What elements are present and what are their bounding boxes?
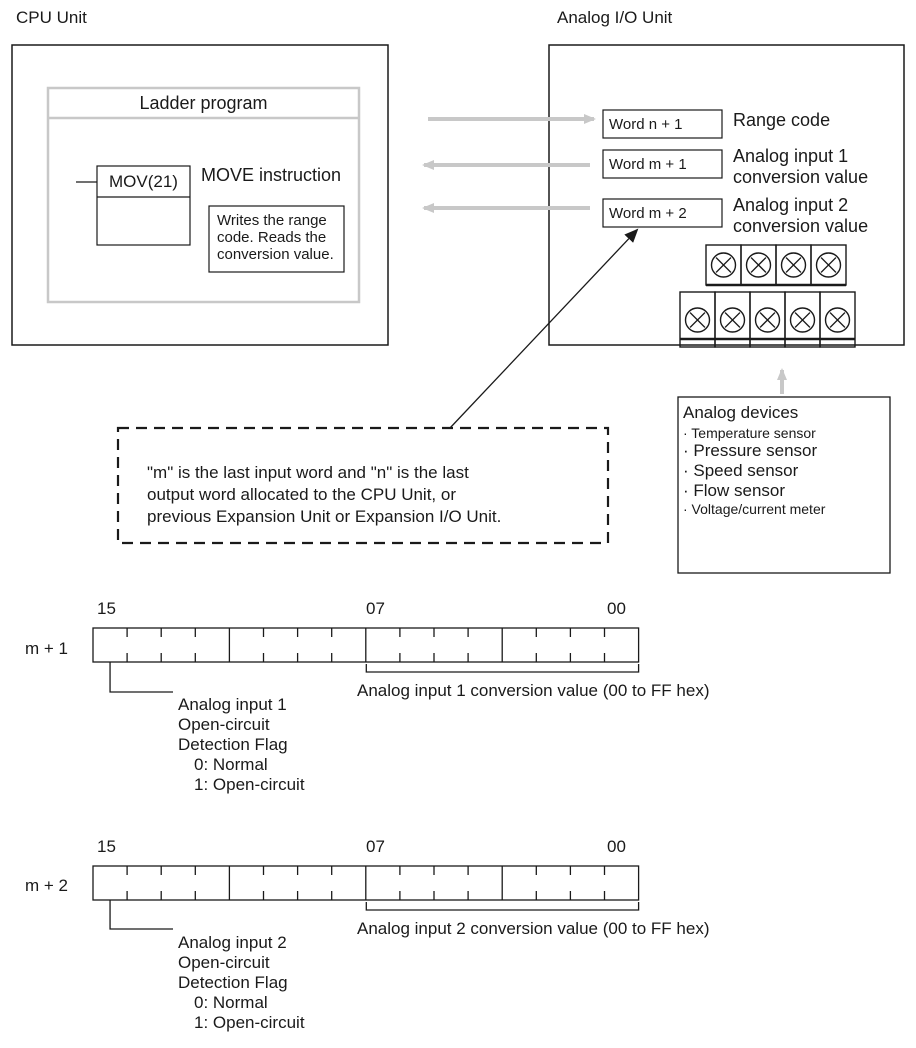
ladder-program-box bbox=[46, 86, 361, 304]
analog-devices-box bbox=[677, 396, 891, 574]
terminal-block bbox=[679, 244, 856, 348]
screw-terminal-icon bbox=[780, 252, 807, 278]
cpu-unit-title: CPU Unit bbox=[16, 8, 87, 27]
value-bracket bbox=[365, 902, 640, 911]
screw-terminal-icon bbox=[719, 307, 746, 333]
device-item: · Voltage/current meter bbox=[683, 501, 826, 517]
reg1-word-label: m + 1 bbox=[25, 639, 68, 658]
flag-leader-line bbox=[109, 900, 173, 930]
reg2-bit07: 07 bbox=[366, 837, 385, 856]
note-box bbox=[208, 205, 345, 273]
note-text: Writes the range code. Reads the convers… bbox=[217, 212, 334, 263]
reg1-bit00: 00 bbox=[607, 599, 626, 618]
terminal-cell bbox=[819, 291, 856, 348]
word-box-m2 bbox=[602, 198, 723, 228]
mov-instruction-label: MOV(21) bbox=[109, 172, 178, 191]
register-diagrams bbox=[92, 627, 640, 930]
callout-pointer bbox=[449, 228, 639, 429]
word-m2-label: Word m + 2 bbox=[609, 205, 687, 222]
reg2-flag-desc: Analog input 2 Open-circuit Detection Fl… bbox=[178, 933, 305, 1032]
mov-instruction-block bbox=[96, 165, 191, 246]
reg1-bit15: 15 bbox=[97, 599, 116, 618]
flag-leader-line bbox=[109, 662, 173, 693]
screw-terminal-icon bbox=[710, 252, 737, 278]
device-item: · Pressure sensor bbox=[683, 441, 818, 460]
device-item: · Speed sensor bbox=[683, 461, 799, 480]
ladder-program-title: Ladder program bbox=[139, 93, 268, 113]
device-item: · Flow sensor bbox=[683, 481, 786, 500]
input2-desc: Analog input 2 conversion value bbox=[733, 195, 869, 236]
screw-terminal-icon bbox=[815, 252, 842, 278]
range-code-desc: Range code bbox=[733, 110, 831, 130]
cpu-unit-box bbox=[11, 44, 389, 346]
analog-unit-box bbox=[548, 44, 905, 346]
reg2-word-label: m + 2 bbox=[25, 876, 68, 895]
screw-terminal-icon bbox=[754, 307, 781, 333]
reg1-bit07: 07 bbox=[366, 599, 385, 618]
reg1-flag-desc: Analog input 1 Open-circuit Detection Fl… bbox=[178, 695, 305, 794]
input1-desc: Analog input 1 conversion value bbox=[733, 146, 869, 187]
callout-box bbox=[116, 426, 610, 545]
word-box-n1 bbox=[602, 109, 723, 139]
word-n1-label: Word n + 1 bbox=[609, 116, 683, 133]
screw-terminal-icon bbox=[789, 307, 816, 333]
callout-text: "m" is the last input word and "n" is th… bbox=[147, 463, 502, 526]
reg1-value-label: Analog input 1 conversion value (00 to F… bbox=[357, 681, 710, 700]
screw-terminal-icon bbox=[745, 252, 772, 278]
word-m1-label: Word m + 1 bbox=[609, 156, 687, 173]
screw-terminal-icon bbox=[684, 307, 711, 333]
reg2-value-label: Analog input 2 conversion value (00 to F… bbox=[357, 919, 710, 938]
reg2-bit00: 00 bbox=[607, 837, 626, 856]
analog-devices-list: Analog devices · Temperature sensor · Pr… bbox=[683, 403, 825, 517]
analog-unit-title: Analog I/O Unit bbox=[557, 8, 673, 27]
device-item: · Temperature sensor bbox=[683, 425, 816, 441]
reg2-bit15: 15 bbox=[97, 837, 116, 856]
word-box-m1 bbox=[602, 149, 723, 179]
analog-devices-title: Analog devices bbox=[683, 403, 799, 422]
screw-terminal-icon bbox=[824, 307, 851, 333]
value-bracket bbox=[365, 664, 640, 673]
move-instruction-desc: MOVE instruction bbox=[201, 165, 342, 185]
